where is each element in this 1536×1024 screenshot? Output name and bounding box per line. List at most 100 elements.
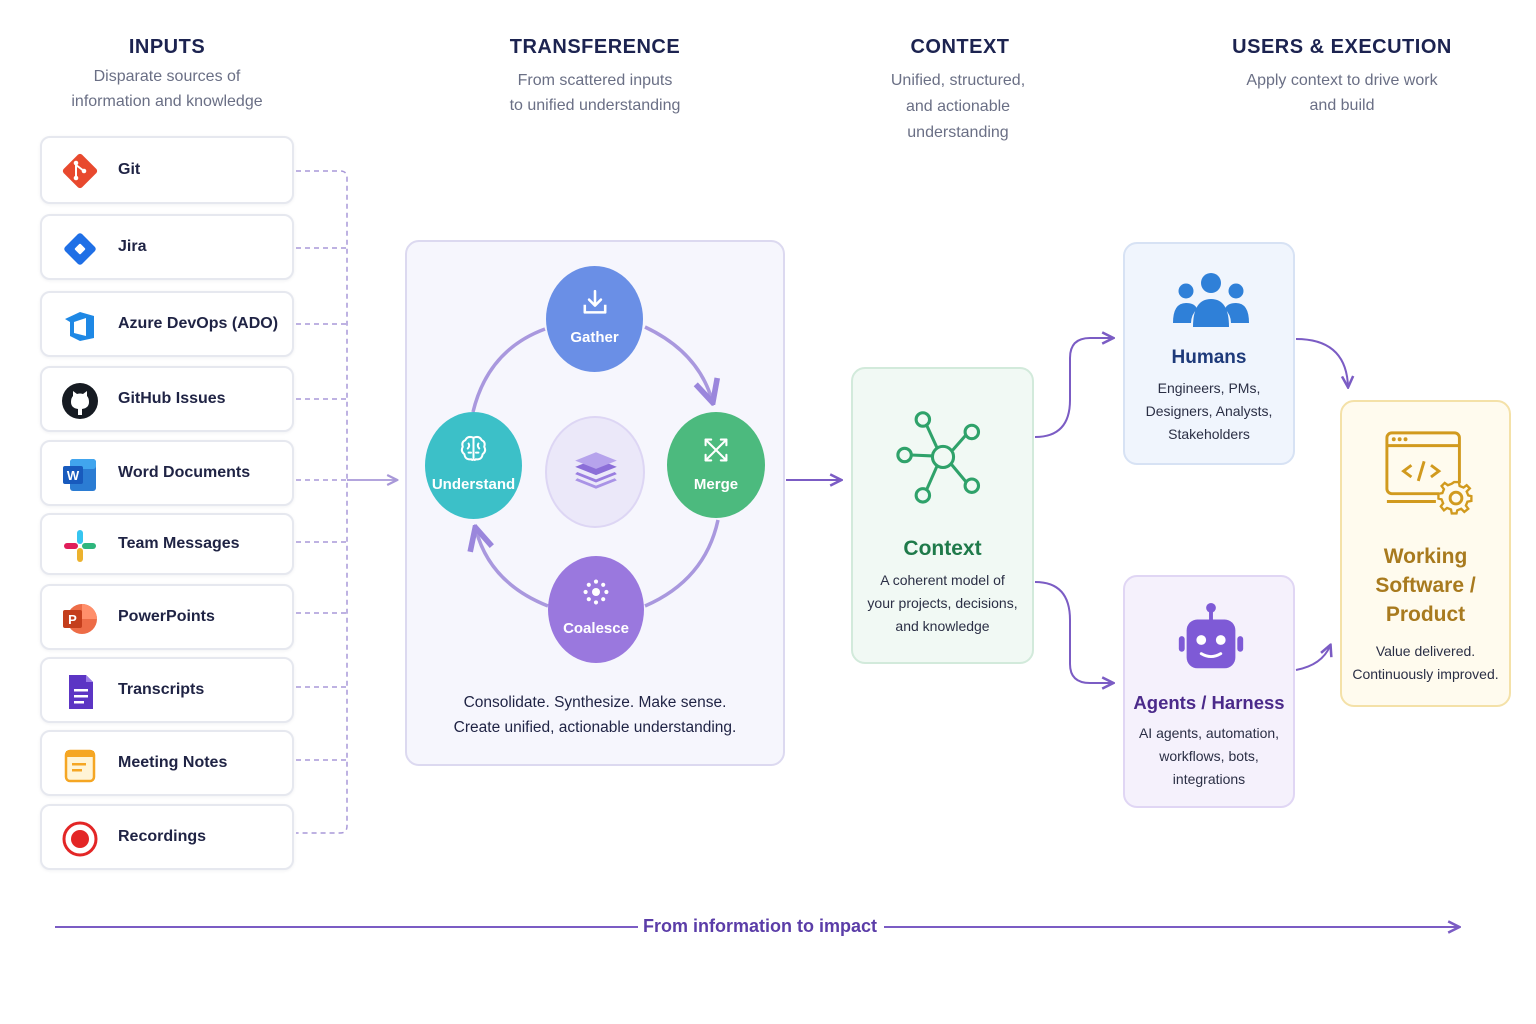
input-card-meeting-notes[interactable]: Meeting Notes	[40, 730, 294, 796]
input-card-azure-devops[interactable]: Azure DevOps (ADO)	[40, 291, 294, 357]
context-to-humans-arrow	[1034, 338, 1112, 438]
humans-to-product-arrow	[1295, 338, 1348, 386]
product-title-line: Software /	[1375, 574, 1476, 597]
product-card[interactable]: Working Software / Product Value deliver…	[1340, 400, 1511, 707]
context-desc-line: your projects, decisions,	[867, 595, 1018, 611]
input-label: Recordings	[118, 828, 207, 845]
notes-icon	[64, 749, 96, 783]
context-desc-line: A coherent model of	[880, 572, 1005, 588]
transference-caption: Consolidate. Synthesize. Make sense. Cre…	[420, 690, 770, 740]
transference-subtitle-line: to unified understanding	[509, 97, 681, 114]
gather-label: Gather	[570, 329, 619, 346]
cycle-arrow-gather-merge	[644, 325, 712, 400]
input-card-word-documents[interactable]: W Word Documents	[40, 440, 294, 506]
merge-arrows-icon	[704, 438, 728, 462]
inputs-subtitle: Disparate sources of information and kno…	[47, 64, 287, 114]
agents-title: Agents / Harness	[1133, 692, 1285, 713]
context-card[interactable]: Context A coherent model of your project…	[851, 367, 1034, 664]
robot-icon	[1178, 602, 1244, 669]
agents-desc-line: workflows, bots,	[1159, 748, 1259, 764]
caption-line: Consolidate. Synthesize. Make sense.	[463, 694, 727, 711]
input-card-git[interactable]: Git	[40, 136, 294, 204]
product-desc-line: Value delivered.	[1375, 643, 1476, 659]
input-label: PowerPoints	[118, 608, 215, 625]
download-tray-icon	[583, 289, 607, 314]
azure-devops-icon	[65, 312, 94, 341]
input-bracket-lines	[296, 170, 348, 834]
humans-card[interactable]: Humans Engineers, PMs, Designers, Analys…	[1123, 242, 1295, 465]
github-icon	[62, 383, 98, 419]
record-icon	[62, 821, 98, 857]
inputs-subtitle-line: Disparate sources of	[93, 68, 241, 85]
inputs-title: INPUTS	[128, 36, 206, 58]
humans-description: Engineers, PMs, Designers, Analysts, Sta…	[1125, 377, 1293, 446]
transference-subtitle: From scattered inputs to unified underst…	[475, 68, 715, 118]
transcript-icon	[69, 675, 93, 709]
layers-icon	[575, 452, 617, 489]
input-label: Team Messages	[118, 535, 240, 552]
context-column-subtitle: Unified, structured, and actionable unde…	[858, 68, 1058, 146]
humans-desc-line: Engineers, PMs,	[1157, 380, 1261, 396]
context-subtitle-line: and actionable	[905, 98, 1011, 115]
coalesce-label: Coalesce	[563, 620, 629, 637]
product-desc-line: Continuously improved.	[1352, 666, 1499, 682]
users-subtitle-line: Apply context to drive work	[1246, 72, 1438, 89]
coalesce-step[interactable]: Coalesce	[548, 556, 644, 663]
input-card-github-issues[interactable]: GitHub Issues	[40, 366, 294, 432]
jira-icon	[64, 233, 96, 265]
agents-desc-line: AI agents, automation,	[1138, 725, 1280, 741]
caption-line: Create unified, actionable understanding…	[453, 719, 737, 736]
input-label: Meeting Notes	[118, 754, 228, 771]
inputs-subtitle-line: information and knowledge	[71, 93, 263, 110]
context-to-agents-arrow	[1034, 581, 1112, 683]
cycle-arrow-understand-gather	[471, 327, 546, 413]
gather-step[interactable]: Gather	[546, 266, 643, 372]
transference-title: TRANSFERENCE	[509, 36, 681, 58]
users-title: USERS & EXECUTION	[1232, 36, 1452, 58]
slack-icon	[64, 530, 96, 562]
svg-text:P: P	[68, 612, 77, 627]
users-subtitle: Apply context to drive work and build	[1212, 68, 1472, 118]
powerpoint-icon: P	[63, 604, 97, 634]
input-label: Azure DevOps (ADO)	[118, 315, 279, 332]
input-card-jira[interactable]: Jira	[40, 214, 294, 280]
context-subtitle-line: Unified, structured,	[890, 72, 1026, 89]
word-icon: W	[63, 459, 96, 491]
context-desc-line: and knowledge	[895, 618, 990, 634]
agents-card[interactable]: Agents / Harness AI agents, automation, …	[1123, 575, 1295, 808]
transference-subtitle-line: From scattered inputs	[517, 72, 673, 89]
merge-step[interactable]: Merge	[667, 412, 765, 518]
brain-icon	[460, 435, 487, 462]
cycle-arrow-merge-coalesce	[644, 519, 720, 608]
agents-desc-line: integrations	[1172, 771, 1246, 787]
people-icon	[1173, 273, 1249, 327]
context-column-title: CONTEXT	[910, 36, 1010, 58]
product-title-line: Product	[1385, 603, 1466, 626]
footer-label: From information to impact	[643, 916, 877, 936]
humans-desc-line: Designers, Analysts,	[1145, 403, 1273, 419]
center-layers	[545, 416, 645, 528]
humans-title: Humans	[1171, 347, 1247, 368]
network-graph-icon	[896, 411, 981, 504]
input-card-transcripts[interactable]: Transcripts	[40, 657, 294, 723]
input-label: Git	[118, 161, 141, 178]
svg-text:W: W	[67, 468, 80, 483]
agents-to-product-arrow	[1295, 646, 1330, 671]
context-description: A coherent model of your projects, decis…	[853, 569, 1032, 638]
input-card-recordings[interactable]: Recordings	[40, 804, 294, 870]
understand-step[interactable]: Understand	[425, 412, 522, 519]
understand-label: Understand	[431, 476, 516, 493]
dots-burst-icon	[583, 579, 609, 605]
agents-description: AI agents, automation, workflows, bots, …	[1125, 722, 1293, 791]
context-subtitle-line: understanding	[907, 124, 1009, 141]
context-title: Context	[903, 537, 982, 560]
input-card-team-messages[interactable]: Team Messages	[40, 513, 294, 575]
cycle-arrow-coalesce-understand	[476, 530, 549, 608]
product-title-line: Working	[1383, 545, 1468, 568]
code-window-gear-icon	[1385, 431, 1473, 516]
input-card-powerpoints[interactable]: P PowerPoints	[40, 584, 294, 650]
product-title: Working Software / Product	[1342, 542, 1509, 629]
humans-desc-line: Stakeholders	[1168, 426, 1250, 442]
